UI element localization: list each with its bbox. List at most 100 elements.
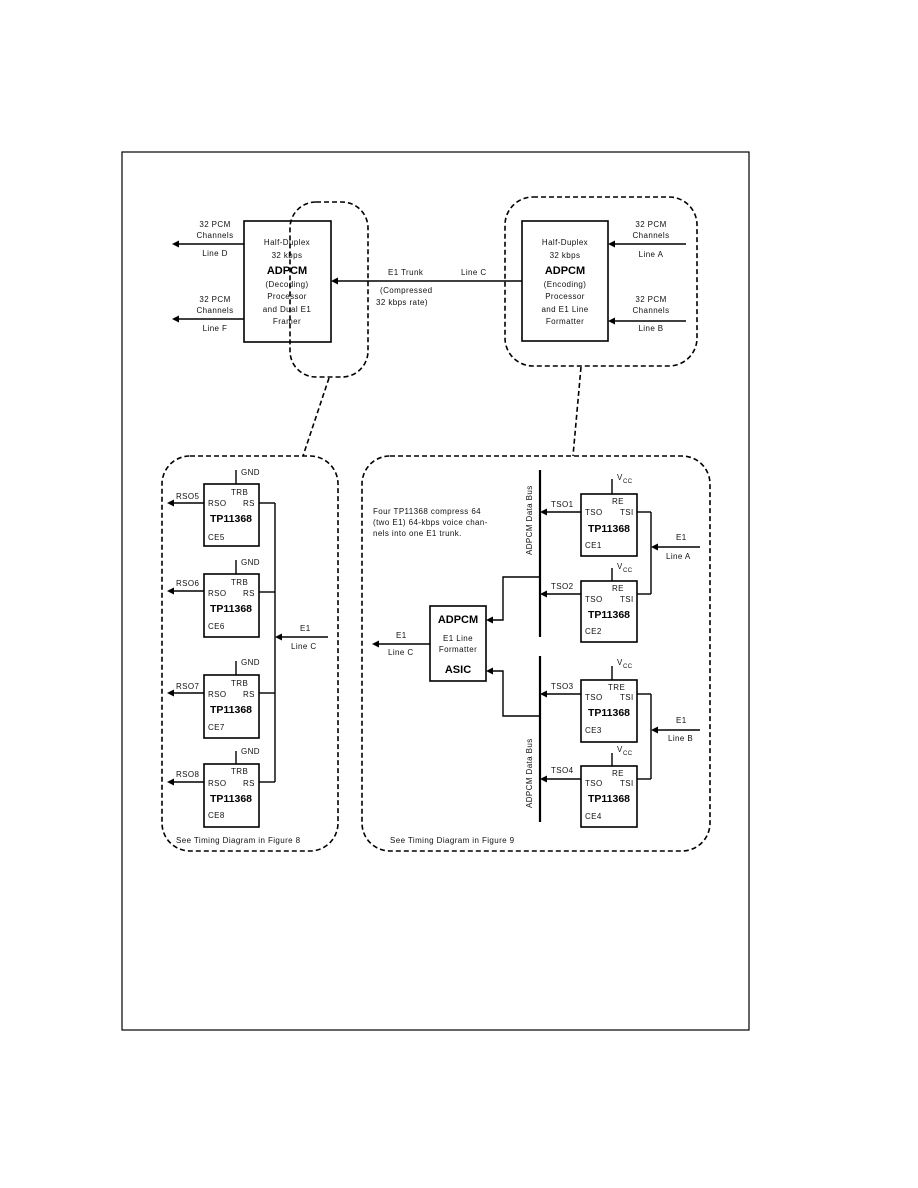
chip-ce2-ce: CE2 bbox=[585, 627, 602, 636]
encoder-l5: and E1 Line bbox=[541, 305, 588, 314]
chip-ce7-rs: RS bbox=[243, 690, 255, 699]
bus-to-asic-top bbox=[493, 576, 540, 621]
encoder-line2-label: Line B bbox=[638, 324, 663, 333]
asic-output-label1: E1 bbox=[396, 631, 407, 640]
trunk-label-c: (Compressed bbox=[380, 286, 432, 295]
chip-ce7-out: RSO7 bbox=[176, 682, 200, 691]
data-bus-bottom-label: ADPCM Data Bus bbox=[525, 738, 534, 808]
decoder-box bbox=[243, 220, 332, 343]
chip-ce1-re: RE bbox=[612, 497, 624, 506]
encoder-ch1b-label: Channels bbox=[632, 231, 669, 240]
decoder-ch2-label: 32 PCM bbox=[199, 295, 230, 304]
chip-ce1-part: TP11368 bbox=[588, 523, 630, 535]
encoder-title: ADPCM bbox=[545, 265, 585, 277]
chip-ce3-ce: CE3 bbox=[585, 726, 602, 735]
chip-ce6-gnd: GND bbox=[241, 558, 260, 567]
chip-ce6: GND TRB RSO RS TP11368 CE6 RSO6 bbox=[167, 558, 275, 638]
chip-ce3-out: TSO3 bbox=[551, 682, 574, 691]
chip-ce8-ce: CE8 bbox=[208, 811, 225, 820]
decoder-group-caption: See Timing Diagram in Figure 8 bbox=[176, 836, 301, 845]
chip-ce7-ce: CE7 bbox=[208, 723, 225, 732]
encoder-group-outline bbox=[361, 455, 711, 852]
decoder-l4: Processor bbox=[267, 292, 307, 301]
decoder-l6: Framer bbox=[273, 317, 301, 326]
chip-ce8-rs: RS bbox=[243, 779, 255, 788]
chip-ce6-rs: RS bbox=[243, 589, 255, 598]
chip-ce4-part: TP11368 bbox=[588, 793, 630, 805]
encoder-l4: Processor bbox=[545, 292, 585, 301]
chip-ce5-rso: RSO bbox=[208, 499, 227, 508]
chip-ce3-vcc: V bbox=[617, 658, 623, 667]
chip-ce7-tr: TRB bbox=[231, 679, 248, 688]
encoder-block: Half-Duplex 32 kbps ADPCM (Encoding) Pro… bbox=[504, 196, 698, 367]
decoder-line2-label: Line F bbox=[203, 324, 228, 333]
chip-ce4-tso: TSO bbox=[585, 779, 603, 788]
encoder-group-caption: See Timing Diagram in Figure 9 bbox=[390, 836, 515, 845]
decoder-connector bbox=[302, 377, 330, 457]
bus-to-asic-bottom bbox=[493, 670, 540, 717]
encoder-chip-group: Four TP11368 compress 64 (two E1) 64-kbp… bbox=[361, 455, 711, 852]
chip-ce7-rso: RSO bbox=[208, 690, 227, 699]
chip-ce4-ce: CE4 bbox=[585, 812, 602, 821]
decoder-l2: 32 kbps bbox=[272, 251, 303, 260]
encoder-ch1-label: 32 PCM bbox=[635, 220, 666, 229]
decoder-block: 32 PCM Channels Line D 32 PCM Channels L… bbox=[172, 201, 369, 378]
chip-ce4: V CC RE TSO TSI TP11368 CE4 TSO4 bbox=[540, 745, 651, 828]
asic-title: ADPCM bbox=[438, 614, 478, 626]
decoder-group-outline bbox=[161, 455, 339, 852]
chip-ce5-rs: RS bbox=[243, 499, 255, 508]
chip-ce2-tsi: TSI bbox=[620, 595, 634, 604]
encoder-l2: 32 kbps bbox=[550, 251, 581, 260]
decoder-input-label2: Line C bbox=[291, 642, 317, 651]
chip-ce6-out: RSO6 bbox=[176, 579, 200, 588]
chip-ce2-vcc-sub: CC bbox=[623, 568, 633, 574]
chip-ce1-out: TSO1 bbox=[551, 500, 574, 509]
chip-ce5: GND TRB RSO RS TP11368 CE5 RSO5 bbox=[167, 468, 275, 547]
chip-ce8-tr: TRB bbox=[231, 767, 248, 776]
chip-ce3-tsi: TSI bbox=[620, 693, 634, 702]
encoder-l3: (Encoding) bbox=[544, 280, 587, 289]
chip-ce6-ce: CE6 bbox=[208, 622, 225, 631]
line-a-label1: E1 bbox=[676, 533, 687, 542]
line-b-label1: E1 bbox=[676, 716, 687, 725]
encoder-connector bbox=[572, 366, 582, 457]
encoder-dashed-outline bbox=[504, 196, 698, 367]
chip-ce3-vcc-sub: CC bbox=[623, 664, 633, 670]
chip-ce8-part: TP11368 bbox=[210, 793, 252, 805]
chip-ce3: V CC TRE TSO TSI TP11368 CE3 TSO3 bbox=[540, 658, 651, 743]
chip-ce8-out: RSO8 bbox=[176, 770, 200, 779]
chip-ce8: GND TRB RSO RS TP11368 CE8 RSO8 bbox=[167, 747, 275, 828]
chip-ce5-gnd: GND bbox=[241, 468, 260, 477]
chip-ce1: V CC RE TSO TSI TP11368 CE1 TSO1 bbox=[540, 473, 651, 557]
chip-ce5-out: RSO5 bbox=[176, 492, 200, 501]
decoder-ch2b-label: Channels bbox=[196, 306, 233, 315]
chip-ce1-vcc: V bbox=[617, 473, 623, 482]
encoder-note-2: (two E1) 64-kbps voice chan- bbox=[373, 518, 488, 527]
chip-ce8-gnd: GND bbox=[241, 747, 260, 756]
chip-ce1-tsi: TSI bbox=[620, 508, 634, 517]
chip-ce4-re: RE bbox=[612, 769, 624, 778]
decoder-input-label1: E1 bbox=[300, 624, 311, 633]
chip-ce2-vcc: V bbox=[617, 562, 623, 571]
chip-ce1-vcc-sub: CC bbox=[623, 479, 633, 485]
chip-ce5-ce: CE5 bbox=[208, 533, 225, 542]
chip-ce5-tr: TRB bbox=[231, 488, 248, 497]
chip-ce2-part: TP11368 bbox=[588, 609, 630, 621]
decoder-l3: (Decoding) bbox=[265, 280, 308, 289]
chip-ce6-rso: RSO bbox=[208, 589, 227, 598]
trunk-label-d: 32 kbps rate) bbox=[376, 298, 428, 307]
line-b-label2: Line B bbox=[668, 734, 693, 743]
chip-ce3-tso: TSO bbox=[585, 693, 603, 702]
decoder-l5: and Dual E1 bbox=[263, 305, 312, 314]
decoder-line1-label: Line D bbox=[202, 249, 228, 258]
chip-ce1-tso: TSO bbox=[585, 508, 603, 517]
asic-line3: Formatter bbox=[439, 645, 477, 654]
chip-ce1-ce: CE1 bbox=[585, 541, 602, 550]
chip-ce8-rso: RSO bbox=[208, 779, 227, 788]
encoder-ch2b-label: Channels bbox=[632, 306, 669, 315]
decoder-dashed-outline bbox=[289, 201, 369, 378]
chip-ce3-part: TP11368 bbox=[588, 707, 630, 719]
trunk-label-a: E1 Trunk bbox=[388, 268, 424, 277]
asic-box bbox=[429, 605, 487, 682]
